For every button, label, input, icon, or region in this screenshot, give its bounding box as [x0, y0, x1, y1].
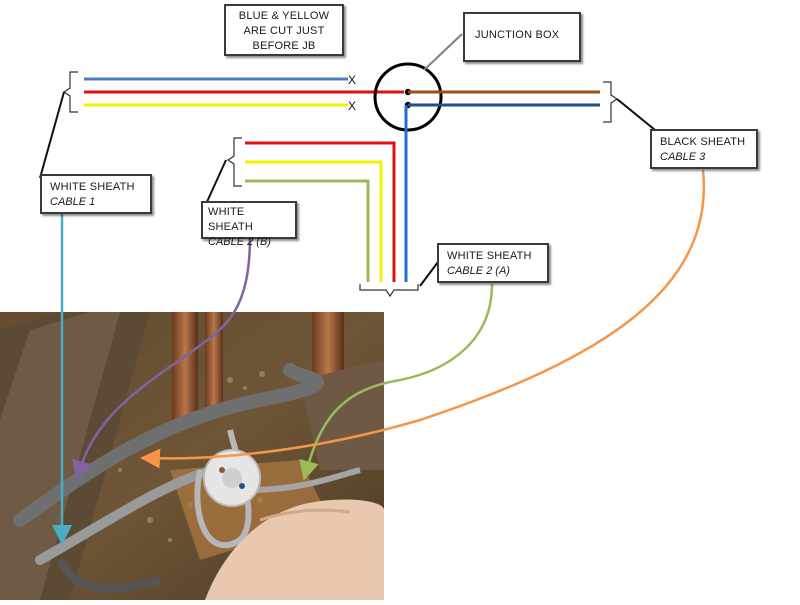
cable1-leader [39, 91, 65, 179]
cable2b-name: CABLE 2 (B) [208, 236, 271, 248]
note-line-3: BEFORE JB [252, 40, 316, 52]
cable-2a-wires [404, 105, 408, 282]
cable2b-sheath: WHITE SHEATH [208, 206, 254, 233]
junction-box-symbol [373, 62, 443, 132]
cable2b-arrow [72, 235, 252, 481]
cable3-arrow [140, 169, 706, 469]
cable-1-label: WHITE SHEATH CABLE 1 [40, 174, 152, 214]
cable3-sheath: BLACK SHEATH [660, 136, 746, 148]
cut-mark-blue: X [348, 73, 356, 87]
cable1-sheath: WHITE SHEATH [50, 181, 135, 193]
cable2b-bracket [226, 137, 242, 187]
cable-3-label: BLACK SHEATH CABLE 3 [650, 129, 758, 169]
cable2b-leader [205, 159, 227, 205]
cable2b-red-wire [245, 141, 396, 282]
note-line-2: ARE CUT JUST [243, 25, 325, 37]
cable1-bracket [62, 71, 78, 113]
cable3-leader [616, 98, 661, 135]
cable2a-bracket [359, 284, 419, 298]
cable-2b-wires [245, 141, 396, 282]
cable2a-name: CABLE 2 (A) [447, 265, 510, 277]
cable1-name: CABLE 1 [50, 196, 96, 208]
loft-photo [0, 312, 384, 600]
cable2a-arrow [299, 283, 494, 481]
junction-box-text: JUNCTION BOX [475, 29, 560, 41]
cable-3-wires [408, 90, 600, 107]
cable3-name: CABLE 3 [660, 151, 706, 163]
cable-2a-label: WHITE SHEATH CABLE 2 (A) [437, 243, 549, 283]
cable3-bracket [603, 81, 619, 123]
blue-yellow-cut-note: BLUE & YELLOW ARE CUT JUST BEFORE JB [224, 4, 344, 56]
junction-box-leader [423, 33, 463, 71]
cable2a-leader [419, 261, 439, 287]
note-line-1: BLUE & YELLOW [238, 10, 330, 22]
cable2b-green-wire [245, 179, 370, 282]
junction-box-label: JUNCTION BOX [463, 12, 581, 62]
cable-2b-label: WHITE SHEATH CABLE 2 (B) [201, 201, 297, 248]
cable-1-wires [84, 77, 404, 107]
cable2b-yellow-wire [245, 160, 383, 282]
cable2a-sheath: WHITE SHEATH [447, 250, 532, 262]
cut-mark-yellow: X [348, 99, 356, 113]
